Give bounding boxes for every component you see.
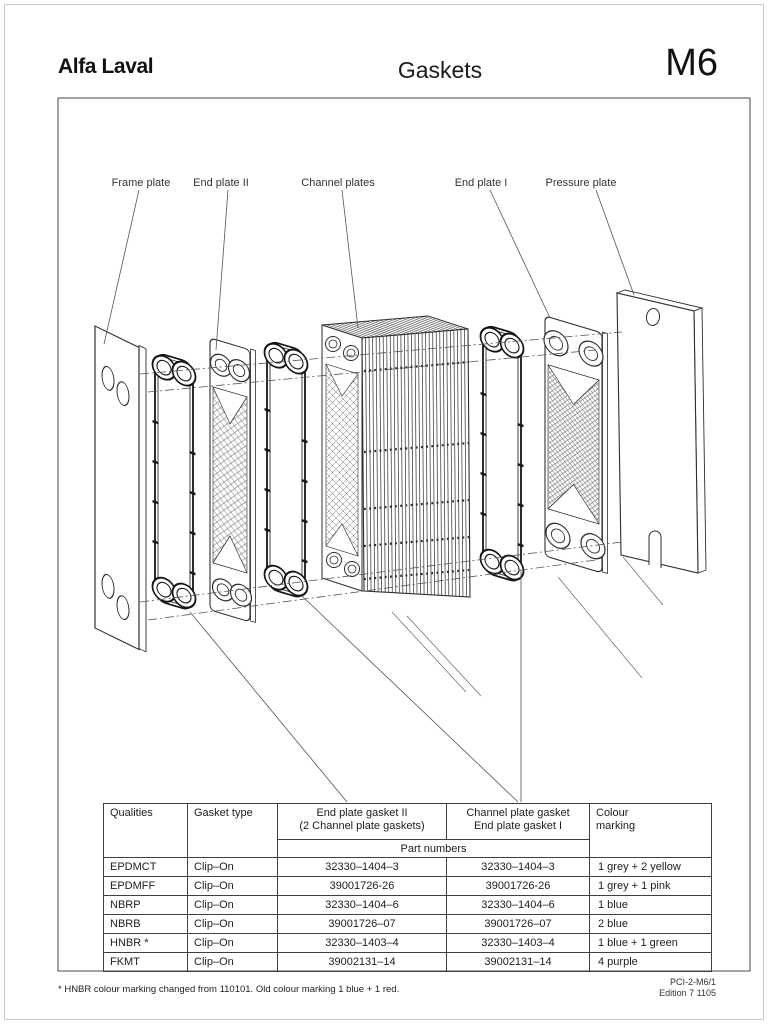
- doc-reference: PCI-2-M6/1 Edition 7 1105: [556, 977, 716, 999]
- col-header-qualities: Qualities: [103, 803, 188, 858]
- page-title: Gaskets: [397, 57, 483, 83]
- end-plate-gasket-line2: (2 Channel plate gaskets): [299, 820, 425, 832]
- cell-part-end: 39001726-26: [277, 876, 447, 896]
- cell-part-channel: 32330–1404–6: [446, 895, 590, 915]
- cell-gasket-type: Clip–On: [187, 952, 278, 972]
- col-header-gasket-type: Gasket type: [187, 803, 278, 858]
- cell-quality: EPDMCT: [103, 857, 188, 877]
- gasket-part-table: Qualities Gasket type End plate gasket I…: [103, 803, 712, 972]
- cell-part-end: 32330–1403–4: [277, 933, 447, 953]
- alfa-laval-logo: Alfa Laval: [58, 55, 154, 78]
- frame-plate: [94, 325, 147, 653]
- cell-gasket-type: Clip–On: [187, 914, 278, 934]
- cell-part-channel: 32330–1403–4: [446, 933, 590, 953]
- cell-gasket-type: Clip–On: [187, 933, 278, 953]
- col-header-end-plate-gasket: End plate gasket II (2 Channel plate gas…: [277, 803, 447, 840]
- footnote: * HNBR colour marking changed from 11010…: [58, 984, 400, 995]
- exploded-view: [57, 97, 751, 972]
- cell-part-end: 39002131–14: [277, 952, 447, 972]
- gasket-end-plate-1: [479, 325, 525, 582]
- gasket-channel-left: [263, 341, 309, 598]
- end-plate-1: [543, 316, 608, 575]
- channel-plate-gasket-line1: Channel plate gasket: [466, 807, 570, 819]
- label-pressure-plate: Pressure plate: [545, 177, 617, 189]
- channel-plates-stack: [321, 315, 471, 598]
- cell-colour: 1 blue: [589, 895, 712, 915]
- cell-gasket-type: Clip–On: [187, 895, 278, 915]
- cell-part-end: 32330–1404–3: [277, 857, 447, 877]
- cell-gasket-type: Clip–On: [187, 857, 278, 877]
- cell-part-channel: 39001726–07: [446, 914, 590, 934]
- label-channel-plates: Channel plates: [301, 177, 375, 189]
- cell-colour: 1 blue + 1 green: [589, 933, 712, 953]
- end-plate-2: [209, 338, 256, 623]
- cell-gasket-type: Clip–On: [187, 876, 278, 896]
- cell-part-end: 32330–1404–6: [277, 895, 447, 915]
- label-end-plate-1: End plate I: [454, 177, 508, 189]
- cell-colour: 4 purple: [589, 952, 712, 972]
- colour-marking-text: Colour marking: [596, 807, 636, 832]
- part-numbers-header: Part numbers: [277, 839, 590, 858]
- cell-part-channel: 39001726-26: [446, 876, 590, 896]
- col-header-colour-marking: Colour marking: [589, 803, 712, 858]
- cell-colour: 2 blue: [589, 914, 712, 934]
- cell-quality: EPDMFF: [103, 876, 188, 896]
- col-header-channel-plate-gasket: Channel plate gasket End plate gasket I: [446, 803, 590, 840]
- gasket-end-plate-2: [151, 353, 197, 610]
- cell-colour: 1 grey + 1 pink: [589, 876, 712, 896]
- end-plate-gasket-line1: End plate gasket II: [316, 807, 408, 819]
- cell-quality: FKMT: [103, 952, 188, 972]
- label-end-plate-2: End plate II: [193, 177, 249, 189]
- model-number: M6: [665, 42, 718, 84]
- cell-colour: 1 grey + 2 yellow: [589, 857, 712, 877]
- pressure-plate: [615, 289, 707, 574]
- cell-part-channel: 32330–1404–3: [446, 857, 590, 877]
- cell-part-end: 39001726–07: [277, 914, 447, 934]
- doc-edition: Edition 7 1105: [659, 988, 716, 998]
- gasket-table-wrapper: Qualities Gasket type End plate gasket I…: [103, 803, 712, 972]
- channel-plate-gasket-line2: End plate gasket I: [473, 820, 563, 832]
- cell-part-channel: 39002131–14: [446, 952, 590, 972]
- cell-quality: HNBR *: [103, 933, 188, 953]
- label-frame-plate: Frame plate: [111, 177, 171, 189]
- cell-quality: NBRB: [103, 914, 188, 934]
- cell-quality: NBRP: [103, 895, 188, 915]
- doc-number: PCI-2-M6/1: [669, 977, 716, 987]
